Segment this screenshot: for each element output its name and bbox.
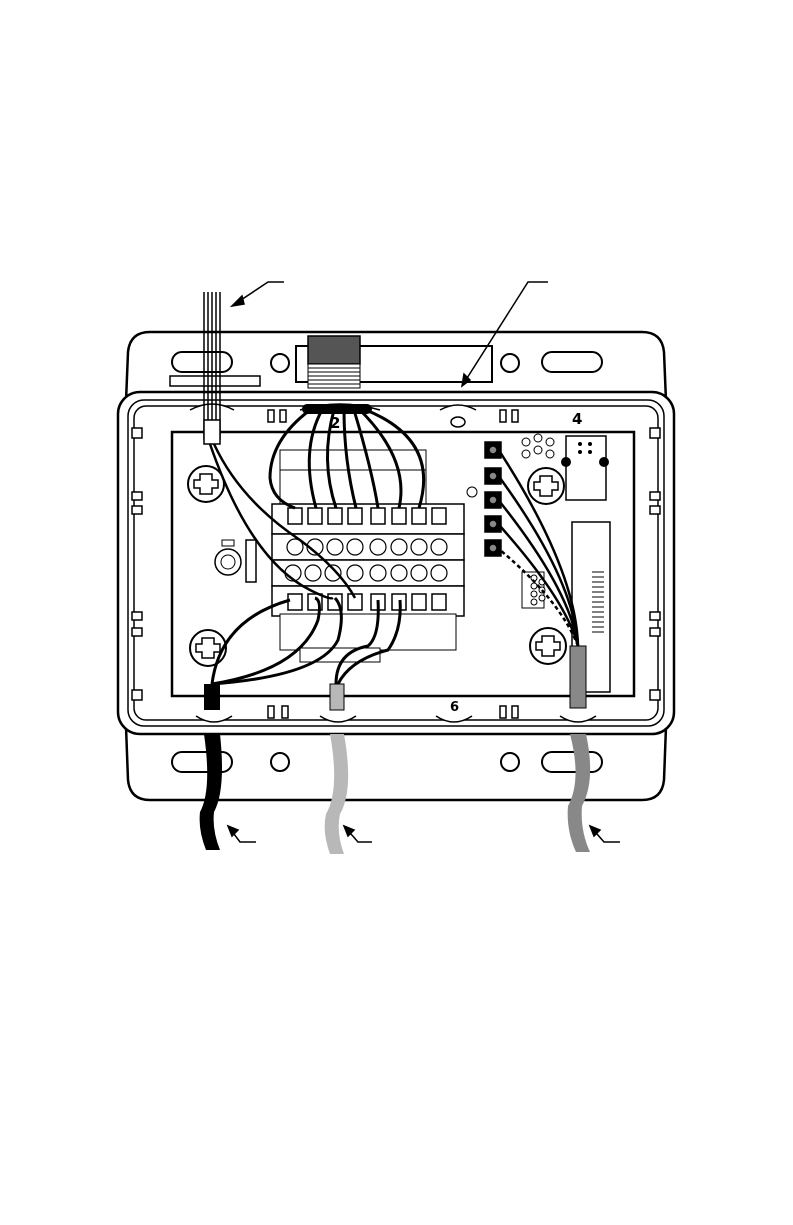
module-pin	[599, 457, 609, 467]
mounting-slot	[172, 352, 232, 372]
callout-bottom-left	[228, 826, 256, 842]
led	[467, 487, 477, 497]
label-2: 2	[330, 414, 340, 432]
mounting-hole	[271, 753, 289, 771]
mounting-hole	[271, 354, 289, 372]
callout-top-left	[232, 282, 284, 306]
label-6: 6	[450, 700, 459, 715]
mounting-slot	[542, 352, 602, 372]
capacitor	[246, 540, 256, 582]
cable-sleeve	[204, 420, 220, 444]
label-4: 4	[572, 410, 582, 428]
ribbon-cable	[308, 364, 360, 388]
terminal-block-lower-body	[300, 648, 380, 662]
buzzer-inner	[221, 555, 235, 569]
ribbon-connector	[308, 336, 360, 364]
callout-bottom-right	[590, 826, 620, 842]
cover-tab	[170, 376, 260, 386]
module	[566, 436, 606, 500]
smd-part	[222, 540, 234, 546]
latch	[451, 417, 465, 427]
screw	[188, 466, 224, 502]
screw	[528, 468, 564, 504]
mounting-slot	[172, 752, 232, 772]
mounting-slot	[542, 752, 602, 772]
screw	[530, 628, 566, 664]
mounting-hole	[501, 354, 519, 372]
callout-bottom-center	[344, 826, 372, 842]
mounting-hole	[501, 753, 519, 771]
module-pin	[561, 457, 571, 467]
screw	[190, 630, 226, 666]
pad-cluster	[522, 434, 554, 458]
